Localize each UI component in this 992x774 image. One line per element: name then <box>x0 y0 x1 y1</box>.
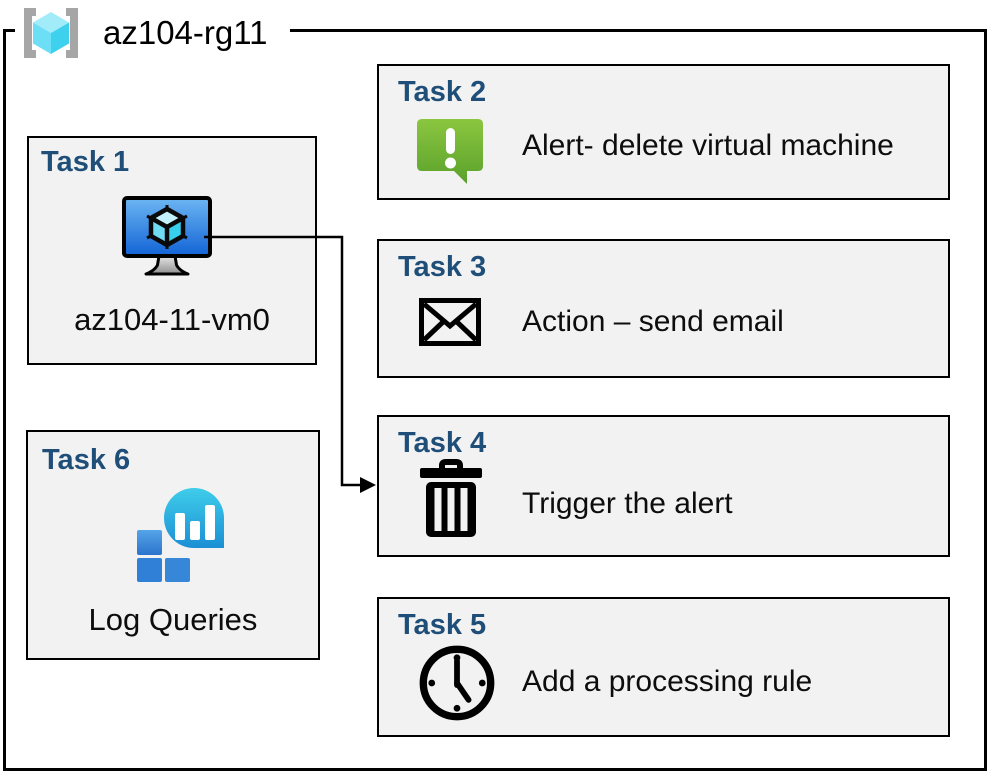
task-5-label: Add a processing rule <box>522 665 813 698</box>
task-1-title: Task 1 <box>41 146 130 178</box>
email-icon <box>419 298 481 346</box>
task-4-label: Trigger the alert <box>522 487 733 520</box>
trash-icon <box>420 459 482 537</box>
task-6-title: Task 6 <box>42 444 131 476</box>
resource-group-frame <box>3 29 987 771</box>
clock-icon <box>419 645 495 721</box>
task-3-title: Task 3 <box>398 251 487 283</box>
vm-name-label: az104-11-vm0 <box>74 302 270 337</box>
task-6-box: Task 6 Log Queries <box>26 430 320 660</box>
alert-icon <box>417 119 483 184</box>
virtual-machine-icon <box>122 196 212 276</box>
log-queries-label: Log Queries <box>88 602 258 637</box>
task-2-box: Task 2 Alert- delete virtual machine <box>377 64 950 200</box>
task-5-box: Task 5 Add a processing rule <box>377 597 950 737</box>
task-5-title: Task 5 <box>398 609 487 641</box>
task-4-title: Task 4 <box>398 427 487 459</box>
resource-group-icon <box>24 8 78 58</box>
task-2-label: Alert- delete virtual machine <box>522 129 894 162</box>
task-2-title: Task 2 <box>398 76 487 108</box>
task-4-box: Task 4 Trigger the alert <box>377 415 950 557</box>
task-1-box: Task 1 az104-11-vm0 <box>27 136 317 365</box>
resource-group-header: az104-rg11 <box>15 2 290 64</box>
log-queries-icon <box>137 488 224 582</box>
task-3-box: Task 3 Action – send email <box>377 239 950 378</box>
resource-group-name: az104-rg11 <box>103 14 268 51</box>
task-3-label: Action – send email <box>522 305 784 338</box>
